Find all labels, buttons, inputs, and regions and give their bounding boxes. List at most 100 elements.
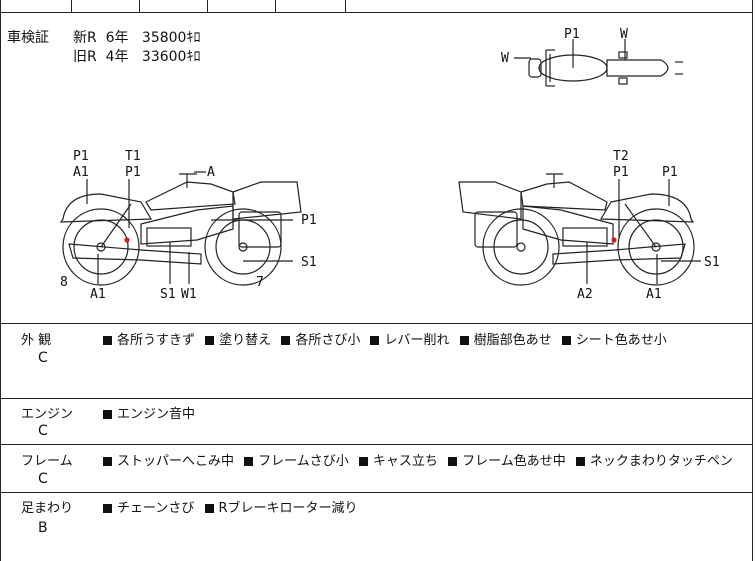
- front-fork: [100, 203, 132, 248]
- label-p1: P1: [301, 213, 317, 228]
- shaken-distance: 33600ｷﾛ: [141, 49, 201, 65]
- divider: [1, 444, 752, 445]
- front-cowl: [59, 193, 153, 223]
- section-name: フレーム: [21, 454, 73, 469]
- front-rim: [73, 219, 129, 275]
- list-item: ネックまわりタッチペン: [575, 454, 733, 469]
- label-p1: P1: [613, 165, 629, 180]
- side-case: [238, 211, 282, 248]
- label-p1: P1: [73, 149, 89, 164]
- left-side-motorcycle: P1 A1 T1 P1 A P1 S1 8 7 A1 S1 W1: [59, 149, 317, 302]
- column-divider: [139, 0, 140, 12]
- label-p1: P1: [564, 27, 580, 42]
- divider: [1, 12, 752, 13]
- square-bullet-icon: [358, 456, 368, 466]
- section-suspension: 足まわり B チェーンさび Rブレーキローター減り: [1, 492, 754, 561]
- label-t1: T1: [125, 149, 141, 164]
- tail-box: [458, 181, 522, 220]
- label-p1: P1: [125, 165, 141, 180]
- label-7: 7: [256, 275, 264, 290]
- front-fork: [624, 203, 657, 248]
- section-grade: B: [38, 520, 48, 536]
- square-bullet-icon: [370, 335, 380, 345]
- section-name: 足まわり: [21, 501, 74, 516]
- shaken-type: 新R: [73, 30, 97, 46]
- engine-block: [522, 205, 614, 245]
- list-item: フレームさび小: [244, 454, 349, 469]
- list-item: レバー削れ: [370, 333, 449, 348]
- front-cowl: [599, 193, 695, 223]
- section-grade: C: [38, 423, 48, 439]
- section-engine: エンジン C エンジン音中: [1, 398, 754, 444]
- section-grade: C: [38, 350, 48, 366]
- front-wheel: [617, 208, 695, 286]
- list-item: エンジン音中: [103, 407, 195, 422]
- rear-wheel: [204, 208, 282, 286]
- column-divider: [275, 0, 276, 12]
- label-w: W: [620, 27, 628, 42]
- label-w1: W1: [181, 287, 197, 302]
- square-bullet-icon: [204, 503, 214, 513]
- list-item: 塗り替え: [205, 333, 271, 348]
- square-bullet-icon: [205, 335, 215, 345]
- divider: [1, 492, 752, 493]
- fuel-tank: [145, 181, 236, 211]
- section-exterior: 外 観 C 各所うすきず 塗り替え 各所さび小 レバー削れ 樹脂部色あせ シート…: [1, 323, 754, 399]
- list-item: チェーンさび: [103, 501, 194, 516]
- square-bullet-icon: [244, 456, 254, 466]
- column-divider: [207, 0, 208, 12]
- top-table-edge: [1, 0, 752, 12]
- label-t2: T2: [613, 149, 629, 164]
- square-bullet-icon: [459, 335, 469, 345]
- shaken-row-old: 旧R 4年 33600ｷﾛ: [73, 48, 200, 66]
- list-item: キャス立ち: [358, 454, 438, 469]
- label-a2: A2: [577, 287, 593, 302]
- scratch-mark: [611, 237, 617, 243]
- section-grade: C: [38, 471, 48, 487]
- top-view-motorcycle: P1 W W: [501, 27, 683, 87]
- square-bullet-icon: [103, 503, 112, 513]
- square-bullet-icon: [575, 456, 585, 466]
- engine-detail: [562, 227, 608, 247]
- column-divider: [71, 0, 72, 12]
- shaken-distance: 35800ｷﾛ: [141, 30, 201, 46]
- divider: [1, 398, 752, 399]
- motorcycle-diagram-svg: P1 W W: [59, 27, 720, 302]
- fuel-tank: [520, 181, 608, 211]
- label-a1: A1: [646, 287, 662, 302]
- square-bullet-icon: [561, 335, 571, 345]
- engine-detail: [146, 227, 192, 247]
- section-name: 外 観: [21, 333, 52, 348]
- label-w: W: [501, 51, 509, 66]
- list-item: 樹脂部色あせ: [459, 333, 552, 348]
- engine-block: [140, 205, 234, 245]
- side-case: [474, 211, 518, 248]
- shaken-years: 4年: [105, 49, 129, 65]
- shaken-years: 6年: [105, 30, 129, 46]
- mirror-mount: [618, 77, 628, 85]
- divider: [1, 323, 752, 324]
- label-s1: S1: [704, 255, 720, 270]
- square-bullet-icon: [281, 335, 291, 345]
- rear-hub: [516, 242, 526, 252]
- right-side-motorcycle: T2 P1 P1 S1 A2 A1: [458, 149, 720, 302]
- section-items: チェーンさび Rブレーキローター減り: [103, 497, 364, 516]
- front-rim: [628, 219, 684, 275]
- label-a1: A1: [90, 287, 106, 302]
- exhaust: [68, 243, 202, 265]
- square-bullet-icon: [448, 456, 458, 466]
- square-bullet-icon: [103, 335, 112, 345]
- scratch-mark: [124, 237, 130, 243]
- tail-box: [232, 181, 302, 220]
- label-s1: S1: [301, 255, 317, 270]
- label-s1: S1: [160, 287, 176, 302]
- exhaust: [552, 243, 686, 265]
- label-a: A: [207, 165, 215, 180]
- front-wheel: [62, 208, 140, 286]
- section-items: エンジン音中: [103, 403, 201, 422]
- mirror-mount: [618, 51, 628, 59]
- label-a1: A1: [73, 165, 89, 180]
- label-p1: P1: [662, 165, 678, 180]
- list-item: フレーム色あせ中: [448, 454, 566, 469]
